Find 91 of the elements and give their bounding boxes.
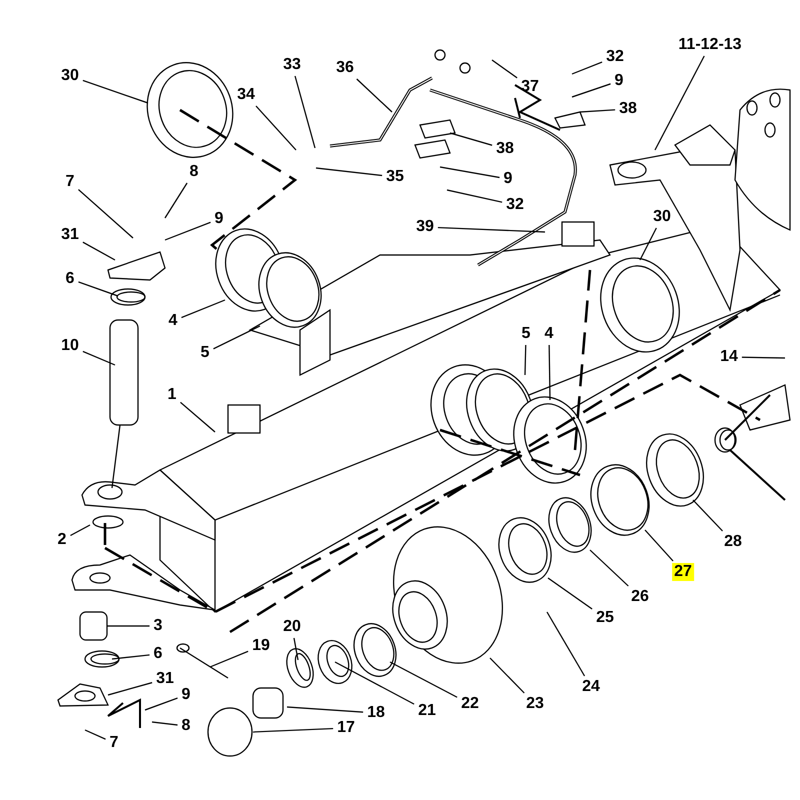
callout-number: 31	[59, 226, 81, 244]
leader-line	[334, 661, 414, 705]
leader-line	[252, 728, 334, 733]
callout-number: 5	[520, 325, 532, 343]
callout-number: 3	[152, 617, 164, 635]
callout-number: 38	[494, 140, 516, 158]
leader-line	[108, 682, 152, 696]
leader-line	[164, 182, 188, 218]
callout-number: 7	[108, 734, 120, 752]
leader-line	[692, 500, 723, 532]
callout-number: 9	[612, 72, 626, 90]
callout-number: 21	[416, 702, 438, 720]
callout-number: 30	[59, 67, 81, 85]
callout-number: 34	[235, 86, 257, 104]
callout-number: 8	[188, 163, 200, 181]
leader-line	[286, 706, 364, 713]
callout-number: 32	[504, 196, 526, 214]
callout-number: 25	[594, 609, 616, 627]
leader-line	[446, 189, 502, 203]
leader-line	[548, 578, 592, 610]
leader-line	[590, 550, 629, 586]
leader-line	[644, 530, 674, 562]
leader-line	[213, 325, 260, 350]
leader-line	[70, 524, 90, 536]
callout-number: 9	[180, 686, 192, 704]
callout-number: 20	[281, 618, 303, 636]
leader-line	[639, 228, 657, 260]
leader-line	[82, 80, 148, 104]
callout-number: 9	[502, 170, 514, 188]
callout-number: 10	[59, 337, 81, 355]
leader-line	[742, 356, 786, 359]
callout-number: 14	[718, 348, 740, 366]
leader-line	[294, 76, 316, 148]
callout-number: 38	[617, 100, 639, 118]
callout-number: 8	[180, 717, 192, 735]
leader-line	[524, 344, 526, 376]
callout-number: 33	[281, 56, 303, 74]
callout-number: 24	[580, 678, 602, 696]
callout-number: 4	[542, 325, 556, 343]
callout-number: 5	[198, 344, 212, 362]
leader-line	[438, 226, 546, 233]
leader-line	[548, 344, 551, 400]
leader-line	[112, 654, 150, 660]
leader-line	[572, 83, 611, 98]
callout-number: 23	[524, 695, 546, 713]
leader-line	[356, 78, 392, 112]
leader-line	[440, 166, 500, 178]
callout-number: 36	[334, 59, 356, 77]
leader-line	[82, 350, 116, 366]
callout-number: 22	[459, 695, 481, 713]
callout-number: 32	[604, 48, 626, 66]
callout-number: 4	[166, 312, 180, 330]
callout-number: 27	[672, 563, 694, 581]
callout-number: 35	[384, 168, 406, 186]
leader-line	[654, 56, 705, 150]
leader-line	[107, 625, 150, 627]
callout-number: 7	[64, 173, 76, 191]
leader-line	[181, 299, 226, 318]
leader-line	[180, 402, 216, 432]
leader-line	[492, 60, 518, 78]
callout-number: 19	[250, 637, 272, 655]
leader-line	[78, 281, 118, 297]
callout-number: 2	[56, 531, 68, 549]
callout-number: 26	[629, 588, 651, 606]
leader-line	[450, 132, 492, 146]
callout-number: 18	[365, 704, 387, 722]
callout-number: 31	[154, 670, 176, 688]
leader-line	[144, 698, 178, 711]
leader-line	[390, 661, 458, 698]
leader-line	[316, 167, 382, 176]
callout-number: 6	[64, 270, 76, 288]
leader-line	[546, 612, 586, 676]
leader-line	[78, 189, 134, 238]
leader-line	[490, 658, 525, 694]
leader-line	[84, 729, 106, 740]
callout-number: 39	[414, 218, 436, 236]
callout-number: 11-12-13	[676, 36, 744, 54]
callout-number: 9	[212, 210, 226, 228]
leader-line	[293, 638, 299, 660]
callout-number: 28	[722, 533, 744, 551]
leader-line	[210, 650, 248, 668]
leader-line	[82, 242, 116, 261]
leader-line	[580, 109, 616, 113]
leader-line	[572, 62, 602, 75]
leader-line	[256, 106, 296, 150]
leader-line	[164, 222, 211, 241]
callout-number: 30	[651, 208, 673, 226]
callout-number: 6	[152, 645, 164, 663]
callout-number: 17	[335, 719, 357, 737]
callout-number: 1	[166, 386, 178, 404]
leader-line	[152, 721, 178, 726]
